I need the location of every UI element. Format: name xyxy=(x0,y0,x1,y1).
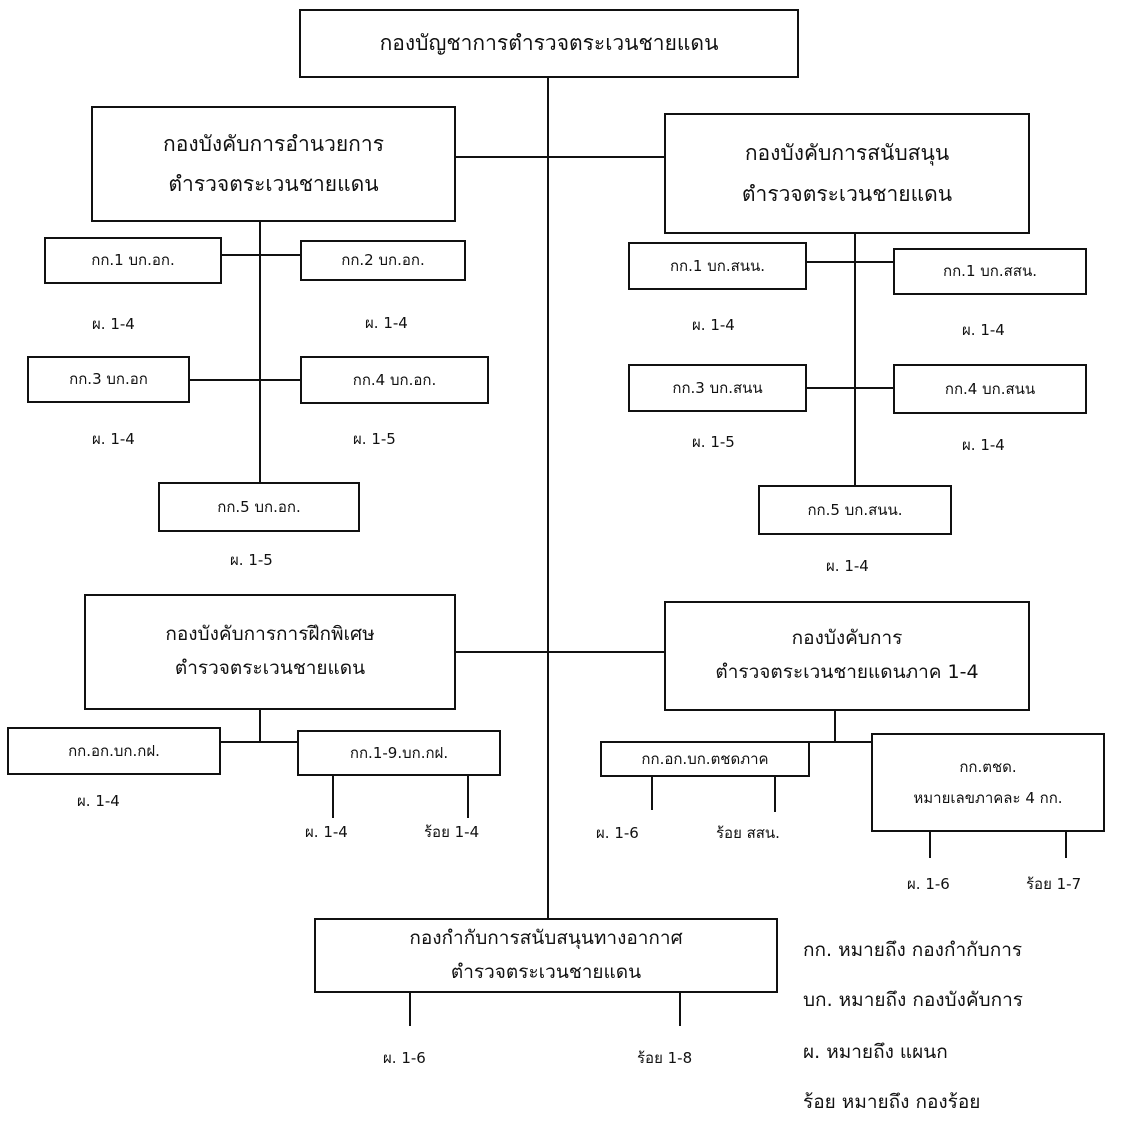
support-command-line1: กองบังคับการสนับสนุน xyxy=(744,141,950,166)
legend-item: กก. หมายถึง กองกำกับการ xyxy=(803,939,1023,961)
training-unit-sections: ผ. 1-4 xyxy=(305,823,348,841)
headquarters-title: กองบัญชาการตำรวจตระเวนชายแดน xyxy=(379,31,719,56)
air-support-line2: ตำรวจตระเวนชายแดน xyxy=(450,960,642,983)
regional-command-box: กองบังคับการ ตำรวจตระเวนชายแดนภาค 1-4 xyxy=(664,601,1030,711)
admin-division-name: กก.1 บก.อก. xyxy=(91,251,175,270)
regional-unit-sections: ผ. 1-6 xyxy=(907,875,950,893)
training-unit-sections: ผ. 1-4 xyxy=(77,792,120,810)
admin-division-name: กก.5 บก.อก. xyxy=(217,497,301,516)
admin-division-box: กก.1 บก.อก. xyxy=(44,237,222,284)
support-division-name: กก.3 บก.สนน xyxy=(672,378,763,397)
regional-command-line2: ตำรวจตระเวนชายแดนภาค 1-4 xyxy=(715,661,979,683)
air-support-box: กองกำกับการสนับสนุนทางอากาศ ตำรวจตระเวนช… xyxy=(314,918,778,993)
legend-item: ผ. หมายถึง แผนก xyxy=(803,1041,948,1063)
support-division-name: กก.1 บก.สสน. xyxy=(943,262,1037,281)
air-support-sections: ผ. 1-6 xyxy=(383,1049,426,1067)
regional-unit-box: กก.อก.บก.ตชดภาค xyxy=(600,741,810,777)
admin-division-box: กก.3 บก.อก xyxy=(27,356,190,403)
regional-unit-sections: ผ. 1-6 xyxy=(596,824,639,842)
support-division-name: กก.4 บก.สนน xyxy=(944,379,1036,398)
support-command-line2: ตำรวจตระเวนชายแดน xyxy=(741,181,953,206)
admin-command-line2: ตำรวจตระเวนชายแดน xyxy=(168,172,379,196)
admin-division-sections: ผ. 1-4 xyxy=(365,314,408,332)
support-division-box: กก.1 บก.สสน. xyxy=(893,248,1087,295)
support-division-box: กก.1 บก.สนน. xyxy=(628,242,807,290)
training-unit-name: กก.อก.บก.กฝ. xyxy=(68,741,160,760)
admin-command-box: กองบังคับการอำนวยการ ตำรวจตระเวนชายแดน xyxy=(91,106,456,222)
regional-unit-name2: หมายเลขภาคละ 4 กก. xyxy=(913,788,1063,807)
training-unit-box: กก.1-9.บก.กฝ. xyxy=(297,730,501,776)
support-division-sections: ผ. 1-4 xyxy=(962,436,1005,454)
legend-item: ร้อย หมายถึง กองร้อย xyxy=(803,1091,981,1113)
regional-unit-box: กก.ตชด. หมายเลขภาคละ 4 กก. xyxy=(871,733,1105,832)
admin-division-sections: ผ. 1-4 xyxy=(92,430,135,448)
legend-item: บก. หมายถึง กองบังคับการ xyxy=(803,989,1023,1011)
admin-division-name: กก.2 บก.อก. xyxy=(341,251,425,270)
admin-division-box: กก.5 บก.อก. xyxy=(158,482,360,532)
support-division-box: กก.3 บก.สนน xyxy=(628,364,807,412)
support-division-box: กก.5 บก.สนน. xyxy=(758,485,952,535)
air-support-line1: กองกำกับการสนับสนุนทางอากาศ xyxy=(409,926,683,949)
admin-division-sections: ผ. 1-5 xyxy=(230,551,273,569)
admin-division-name: กก.3 บก.อก xyxy=(69,370,148,389)
regional-unit-companies: ร้อย 1-7 xyxy=(1026,875,1082,893)
training-command-line2: ตำรวจตระเวนชายแดน xyxy=(174,657,366,679)
admin-division-name: กก.4 บก.อก. xyxy=(352,370,437,389)
support-command-box: กองบังคับการสนับสนุน ตำรวจตระเวนชายแดน xyxy=(664,113,1030,234)
admin-division-box: กก.2 บก.อก. xyxy=(300,240,466,281)
training-unit-name: กก.1-9.บก.กฝ. xyxy=(349,743,449,762)
admin-command-line1: กองบังคับการอำนวยการ xyxy=(163,131,384,156)
training-command-line1: กองบังคับการการฝึกพิเศษ xyxy=(165,623,375,646)
training-unit-box: กก.อก.บก.กฝ. xyxy=(7,727,221,775)
support-division-sections: ผ. 1-4 xyxy=(826,557,869,575)
air-support-companies: ร้อย 1-8 xyxy=(637,1049,693,1067)
training-command-box: กองบังคับการการฝึกพิเศษ ตำรวจตระเวนชายแด… xyxy=(84,594,456,710)
admin-division-sections: ผ. 1-4 xyxy=(92,315,135,333)
support-division-sections: ผ. 1-5 xyxy=(692,433,735,451)
admin-division-sections: ผ. 1-5 xyxy=(353,430,396,448)
headquarters-box: กองบัญชาการตำรวจตระเวนชายแดน xyxy=(299,9,799,78)
support-division-box: กก.4 บก.สนน xyxy=(893,364,1087,414)
regional-unit-companies: ร้อย สสน. xyxy=(716,824,780,842)
support-division-sections: ผ. 1-4 xyxy=(962,321,1005,339)
support-division-name: กก.5 บก.สนน. xyxy=(807,500,903,519)
regional-unit-name: กก.อก.บก.ตชดภาค xyxy=(641,749,769,768)
admin-division-box: กก.4 บก.อก. xyxy=(300,356,489,404)
training-unit-companies: ร้อย 1-4 xyxy=(424,823,480,841)
support-division-name: กก.1 บก.สนน. xyxy=(669,256,766,275)
regional-command-line1: กองบังคับการ xyxy=(791,627,903,650)
regional-unit-name: กก.ตชด. xyxy=(959,757,1017,776)
support-division-sections: ผ. 1-4 xyxy=(692,316,735,334)
